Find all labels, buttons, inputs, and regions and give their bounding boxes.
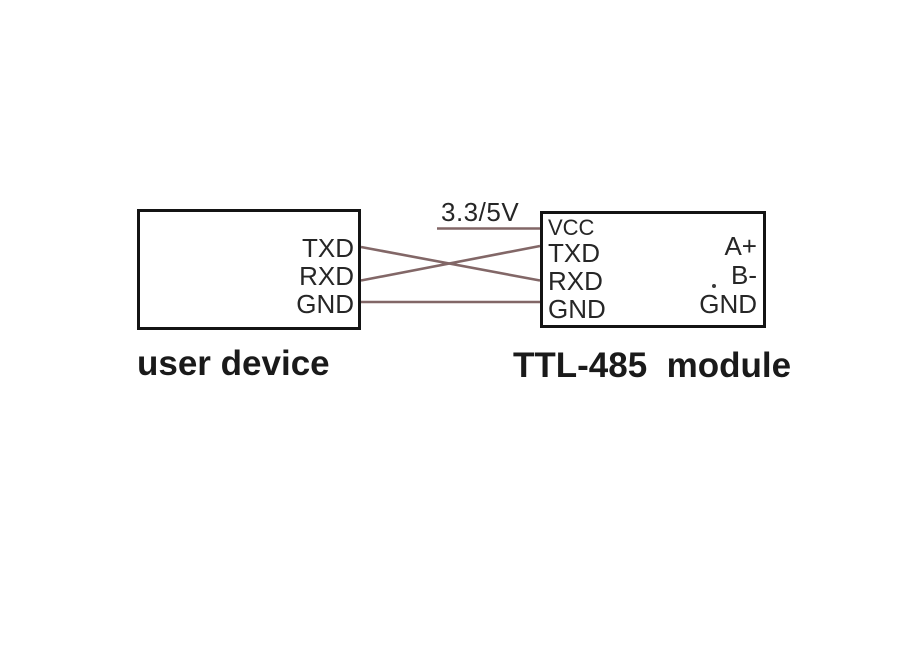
supply-voltage-label: 3.3/5V (441, 197, 520, 227)
pin-gnd: GND (296, 289, 354, 319)
ttl485-module-box: VCC TXD RXD GND A+ B- GND (540, 211, 766, 328)
module-left-pin-column: VCC TXD RXD GND (548, 215, 606, 324)
wire-txd-to-rxd (360, 245, 541, 282)
pin-txd: TXD (548, 238, 600, 268)
pin-b-minus: B- (731, 260, 757, 290)
user-device-pin-column: TXD RXD GND (296, 234, 354, 318)
user-device-box: TXD RXD GND (137, 209, 361, 330)
pin-a-plus: A+ (724, 231, 757, 261)
module-right-pin-column: A+ B- GND (699, 232, 757, 319)
pin-vcc: VCC (548, 215, 595, 240)
user-device-label: user device (137, 344, 330, 383)
module-label: TTL-485 module (513, 346, 792, 385)
pin-rxd: RXD (548, 266, 603, 296)
pin-gnd: GND (699, 289, 757, 319)
pin-rxd: RXD (299, 261, 354, 291)
wire-rxd-to-txd (360, 244, 541, 282)
pin-txd: TXD (302, 233, 354, 263)
pin-gnd: GND (548, 294, 606, 324)
stray-mark (712, 284, 716, 288)
